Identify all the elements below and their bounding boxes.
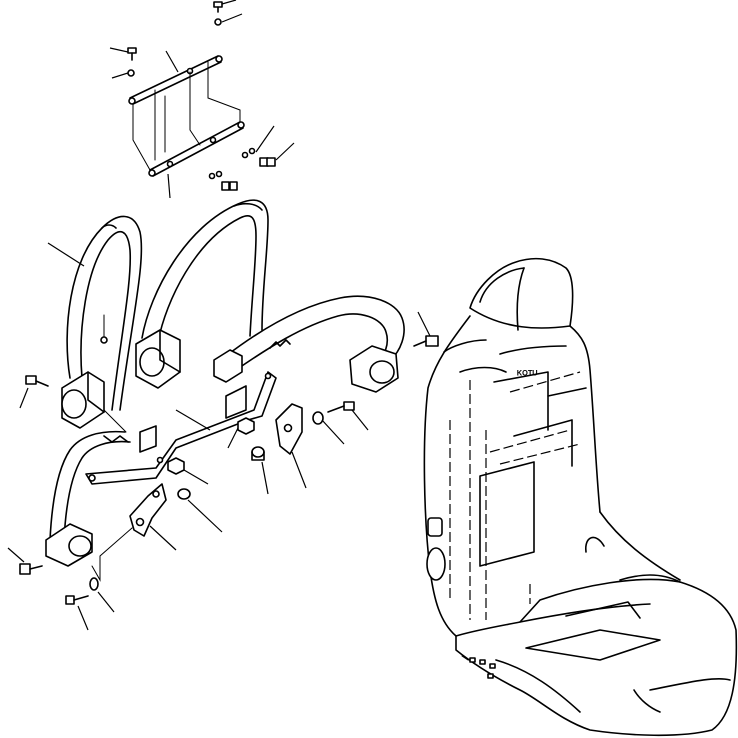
- operator-seat: ᴷᴼᵀᵁ: [423, 257, 738, 737]
- seat-emblem: ᴷᴼᵀᵁ: [517, 369, 538, 381]
- washer-icon: [248, 147, 256, 155]
- center-mounting-plate: [85, 371, 277, 485]
- spacer-icon: [177, 488, 191, 500]
- bolt-icon: [208, 170, 238, 191]
- bolt-icon: [213, 1, 223, 13]
- washer-icon: [312, 411, 324, 425]
- nut-icon: [259, 157, 276, 167]
- washer-icon: [127, 69, 135, 77]
- bolt-icon: [25, 375, 49, 387]
- bolt-icon: [19, 563, 43, 575]
- right-seat-belt-assembly: [135, 199, 405, 393]
- nut-icon: [167, 457, 185, 475]
- spacer-icon: [251, 446, 265, 461]
- anchor-hardware: [7, 311, 439, 631]
- upper-mounting-bracket-assembly: [109, 0, 295, 199]
- bolt-icon: [327, 401, 355, 413]
- washer-icon: [89, 577, 99, 591]
- bolt-icon: [413, 335, 439, 347]
- washer-icon: [214, 18, 222, 26]
- bolt-icon: [65, 595, 89, 605]
- nut-icon: [237, 417, 255, 435]
- left-seat-belt-assembly: [45, 215, 143, 567]
- washer-icon: [241, 151, 249, 159]
- bolt-icon: [127, 47, 137, 61]
